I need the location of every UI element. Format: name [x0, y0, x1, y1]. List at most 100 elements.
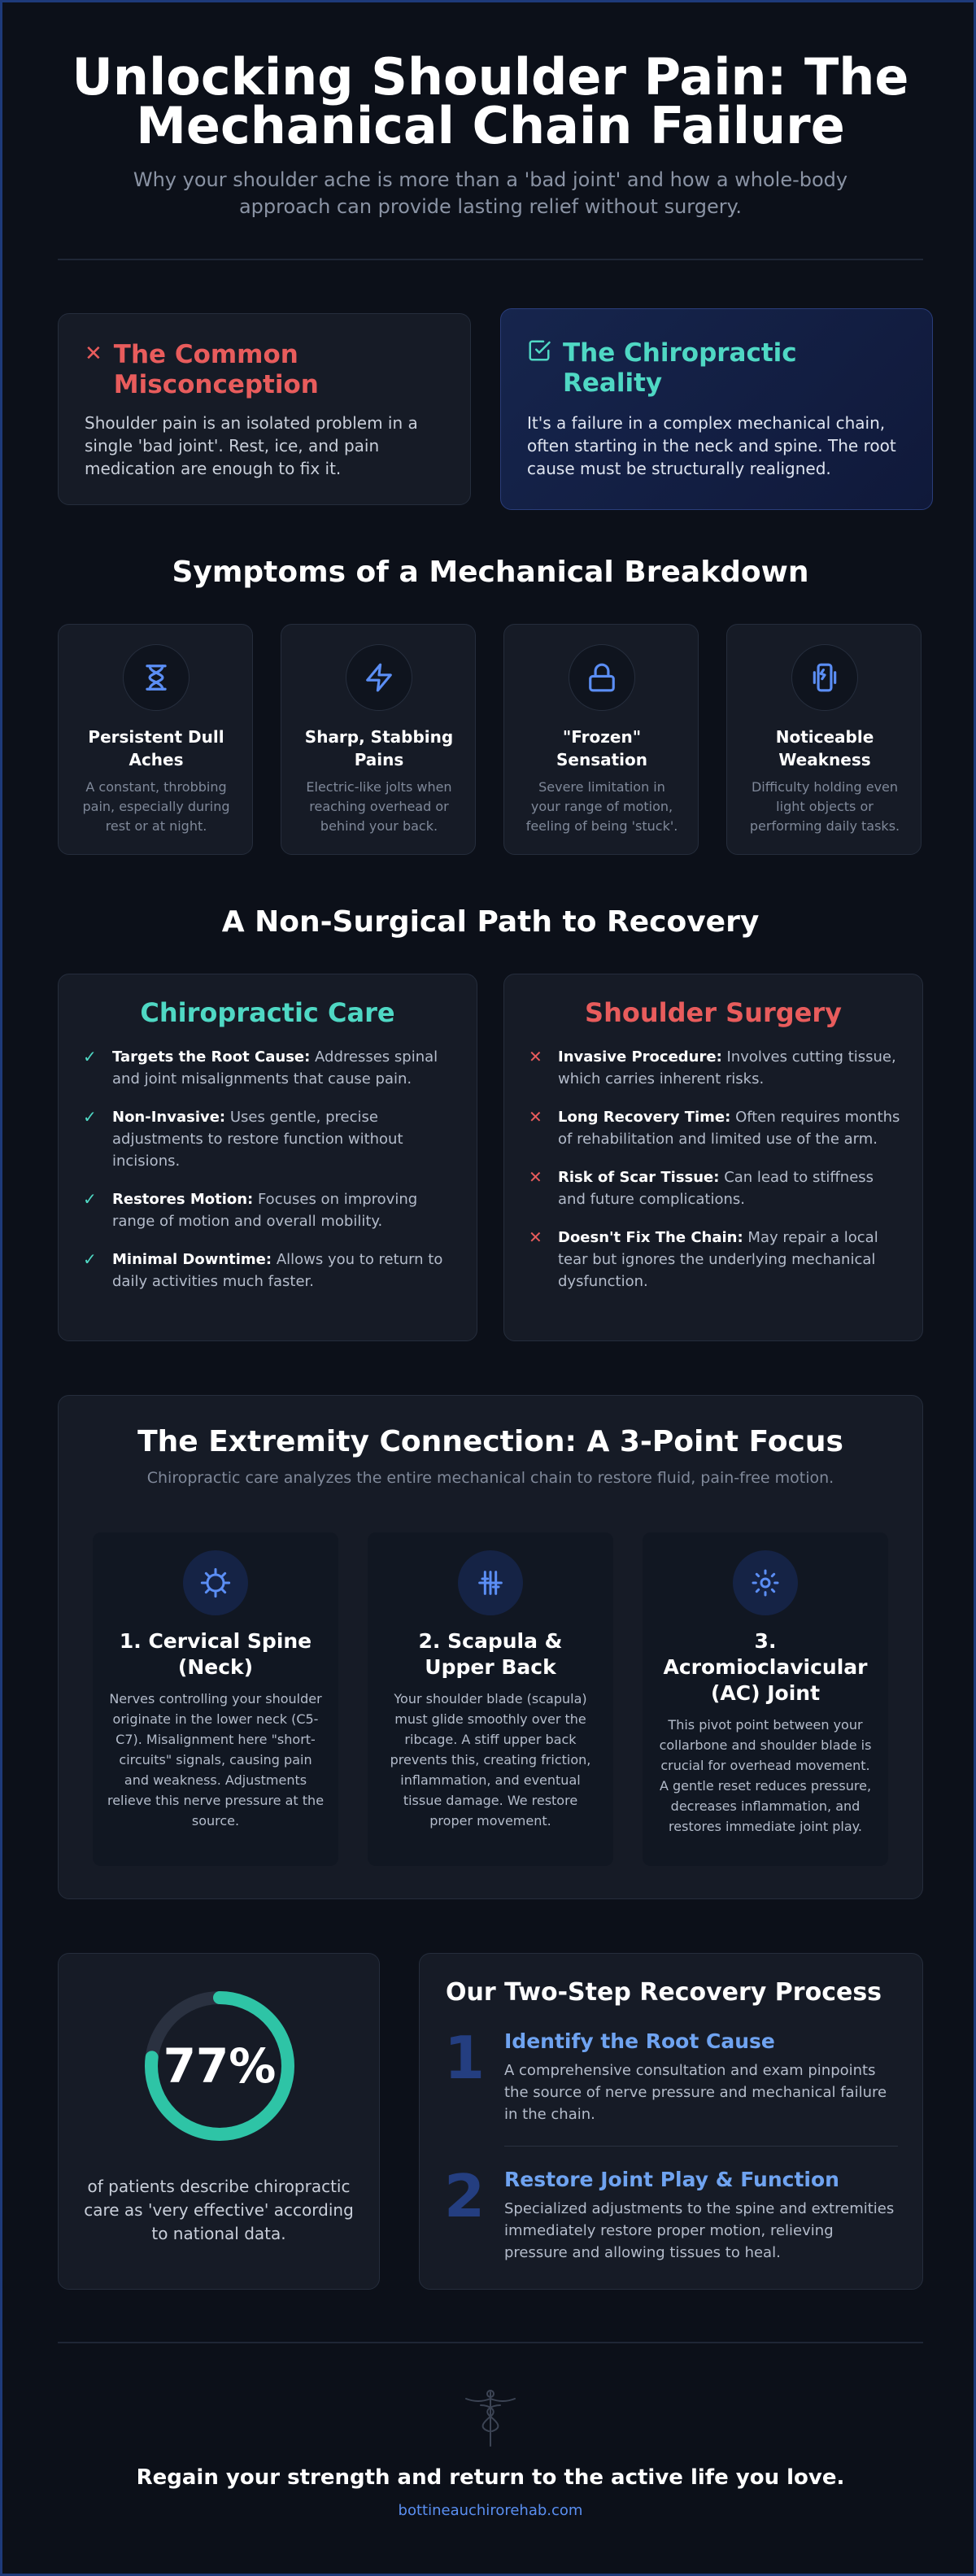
title-line: Acromioclavicular: [663, 1655, 868, 1679]
process-step: 1 Identify the Root Cause A comprehensiv…: [444, 2029, 900, 2126]
misconception-title: The Common Misconception: [113, 340, 319, 399]
lightning-icon: [346, 644, 412, 711]
step-text: Specialized adjustments to the spine and…: [504, 2200, 895, 2261]
extremity-card-title: 2. Scapula & Upper Back: [376, 1628, 605, 1680]
surgery-title: Shoulder Surgery: [585, 997, 842, 1028]
extremity-title: The Extremity Connection: A 3-Point Focu…: [137, 1425, 843, 1458]
check-icon: ✓: [83, 1107, 97, 1127]
title-line: Upper Back: [425, 1655, 556, 1679]
reality-text: It's a failure in a complex mechanical c…: [527, 413, 896, 478]
reality-title: The Chiropractic Reality: [563, 338, 797, 398]
item-bold: Doesn't Fix The Chain:: [558, 1229, 743, 1246]
item-text: Often requires months of rehabilitation …: [558, 1109, 900, 1148]
extremity-card: 3. Acromioclavicular (AC) Joint This piv…: [643, 1532, 888, 1866]
chiropractic-card: Chiropractic Care ✓ Targets the Root Cau…: [58, 974, 477, 1341]
chiropractic-title: Chiropractic Care: [140, 997, 395, 1028]
extremity-card-text: Nerves controlling your shoulder origina…: [107, 1691, 325, 1828]
page-subtitle: Why your shoulder ache is more than a 'b…: [133, 168, 848, 218]
misconception-text: Shoulder pain is an isolated problem in …: [85, 413, 418, 478]
process-card: Our Two-Step Recovery Process 1 Identify…: [419, 1953, 923, 2290]
extremity-card-text: This pivot point between your collarbone…: [659, 1717, 872, 1834]
surgery-card: Shoulder Surgery ✕ Invasive Procedure: I…: [503, 974, 923, 1341]
item-text: Addresses spinal and joint misalignments…: [112, 1048, 438, 1087]
x-icon: ✕: [529, 1107, 542, 1127]
symptom-card: Sharp, Stabbing Pains Electric-like jolt…: [281, 624, 476, 855]
stat-value: 77%: [163, 2038, 277, 2094]
symptom-title: "Frozen" Sensation: [556, 727, 647, 769]
item-text: May repair a local tear but ignores the …: [558, 1229, 878, 1290]
lock-icon: [569, 644, 635, 711]
x-icon: ✕: [529, 1167, 542, 1187]
item-bold: Long Recovery Time:: [558, 1109, 731, 1126]
stat-ring: [145, 1991, 294, 2141]
process-step: 2 Restore Joint Play & Function Speciali…: [444, 2167, 900, 2264]
stat-text: of patients describe chiropractic care a…: [84, 2177, 354, 2243]
symptoms-title: Symptoms of a Mechanical Breakdown: [172, 556, 809, 589]
surgery-list: ✕ Invasive Procedure: Involves cutting t…: [529, 1046, 903, 1309]
symptom-title: Persistent Dull Aches: [88, 727, 224, 769]
symptom-title: Noticeable Weakness: [775, 727, 874, 769]
title-line: 2. Scapula &: [418, 1629, 563, 1653]
list-item: ✕ Long Recovery Time: Often requires mon…: [529, 1106, 903, 1150]
item-text: Can lead to stiffness and future complic…: [558, 1169, 874, 1208]
list-item: ✕ Doesn't Fix The Chain: May repair a lo…: [529, 1227, 903, 1292]
footer-divider: [58, 2342, 923, 2343]
spine-icon: [183, 1550, 248, 1615]
page-title: Unlocking Shoulder Pain: The Mechanical …: [51, 52, 930, 151]
item-bold: Restores Motion:: [112, 1191, 254, 1208]
item-bold: Targets the Root Cause:: [112, 1048, 311, 1066]
chiropractic-list: ✓ Targets the Root Cause: Addresses spin…: [83, 1046, 457, 1309]
symptom-card: "Frozen" Sensation Severe limitation in …: [503, 624, 699, 855]
item-bold: Risk of Scar Tissue:: [558, 1169, 720, 1186]
symptom-title: Sharp, Stabbing Pains: [304, 727, 454, 769]
header-divider: [58, 259, 923, 260]
title-line: 3.: [754, 1629, 777, 1653]
list-item: ✓ Restores Motion: Focuses on improving …: [83, 1188, 457, 1232]
check-icon: ✓: [83, 1249, 97, 1269]
extremity-card-title: 3. Acromioclavicular (AC) Joint: [651, 1628, 880, 1706]
stat-card: 77% of patients describe chiropractic ca…: [58, 1953, 380, 2290]
footer-website-link[interactable]: bottineauchirorehab.com: [398, 2502, 583, 2519]
x-icon: ✕: [529, 1227, 542, 1247]
caduceus-icon: [456, 2387, 525, 2449]
step-text: A comprehensive consultation and exam pi…: [504, 2062, 887, 2123]
item-bold: Non-Invasive:: [112, 1109, 226, 1126]
list-item: ✕ Risk of Scar Tissue: Can lead to stiff…: [529, 1166, 903, 1210]
symptom-card: Noticeable Weakness Difficulty holding e…: [726, 624, 922, 855]
hourglass-icon: [123, 644, 190, 711]
step-number: 1: [444, 2024, 486, 2092]
item-text: Allows you to return to daily activities…: [112, 1251, 443, 1290]
extremity-card: 1. Cervical Spine (Neck) Nerves controll…: [93, 1532, 338, 1866]
symptom-text: Difficulty holding even light objects or…: [749, 779, 900, 834]
joint-icon: [733, 1550, 798, 1615]
stat-ring-fill: [145, 1991, 294, 2141]
item-bold: Invasive Procedure:: [558, 1048, 722, 1066]
x-icon: ✕: [529, 1047, 542, 1066]
step-divider: [504, 2146, 898, 2147]
symptom-card: Persistent Dull Aches A constant, throbb…: [58, 624, 253, 855]
check-icon: ✓: [83, 1047, 97, 1066]
step-title: Restore Joint Play & Function: [504, 2168, 839, 2191]
check-icon: ✓: [83, 1189, 97, 1209]
item-text: Involves cutting tissue, which carries i…: [558, 1048, 896, 1087]
title-line: (Neck): [177, 1655, 254, 1679]
symptom-text: Electric-like jolts when reaching overhe…: [306, 779, 452, 834]
extremity-card: 2. Scapula & Upper Back Your shoulder bl…: [368, 1532, 613, 1866]
symptom-text: Severe limitation in your range of motio…: [525, 779, 678, 834]
extremity-section: The Extremity Connection: A 3-Point Focu…: [58, 1395, 923, 1899]
symptom-text: A constant, throbbing pain, especially d…: [82, 779, 230, 834]
x-icon: ✕: [85, 342, 102, 366]
list-item: ✕ Invasive Procedure: Involves cutting t…: [529, 1046, 903, 1090]
extremity-card-text: Your shoulder blade (scapula) must glide…: [390, 1691, 591, 1828]
process-title: Our Two-Step Recovery Process: [446, 1978, 882, 2007]
misconception-card: ✕ The Common Misconception Shoulder pain…: [58, 313, 471, 505]
list-item: ✓ Non-Invasive: Uses gentle, precise adj…: [83, 1106, 457, 1172]
extremity-card-title: 1. Cervical Spine (Neck): [101, 1628, 330, 1680]
list-item: ✓ Targets the Root Cause: Addresses spin…: [83, 1046, 457, 1090]
phone-vibrate-icon: [791, 644, 858, 711]
title-line: 1. Cervical Spine: [119, 1629, 312, 1653]
item-bold: Minimal Downtime:: [112, 1251, 272, 1268]
step-title: Identify the Root Cause: [504, 2029, 775, 2053]
step-number: 2: [444, 2162, 486, 2230]
